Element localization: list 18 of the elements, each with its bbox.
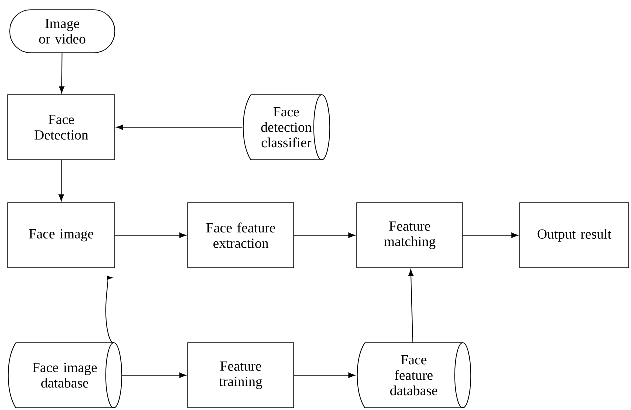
arrow xyxy=(115,232,186,238)
arrow xyxy=(408,270,414,343)
node-label: Face feature database xyxy=(390,355,438,396)
arrow xyxy=(116,124,243,130)
arrow xyxy=(58,160,64,202)
arrow xyxy=(294,372,356,378)
arrow xyxy=(294,232,356,238)
process-box: Face image xyxy=(8,202,116,268)
node-label: Face detection classifier xyxy=(261,107,312,148)
arrow xyxy=(463,232,518,238)
process-box: Feature training xyxy=(188,342,294,408)
node-label: Face image database xyxy=(32,363,98,388)
process-box: Face Detection xyxy=(8,94,116,160)
process-box: Output result xyxy=(520,202,630,268)
arrow xyxy=(122,372,186,378)
arrow xyxy=(59,53,65,94)
process-box: Feature matching xyxy=(356,202,464,268)
process-box: Face feature extraction xyxy=(188,202,294,268)
